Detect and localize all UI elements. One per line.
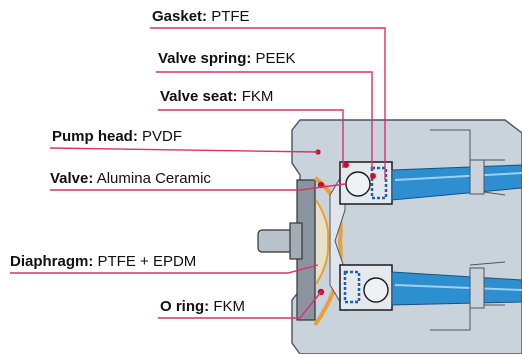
leader-lines [10,27,386,319]
fitting-upper [469,159,485,195]
leader-head [49,147,319,153]
label-valve: Valve: Alumina Ceramic [50,170,211,188]
leader-valve [50,183,346,191]
leader-gasket [150,27,386,180]
upper-valve-ball [345,171,371,197]
body-groove-upper [430,129,505,161]
label-oring-material: FKM [213,298,246,315]
upper-valve-seat-ring [343,162,349,168]
body-groove-lower [430,304,505,331]
label-valve-spring: Valve spring: PEEK [158,50,296,68]
label-pump-head: Pump head: PVDF [52,128,182,146]
label-head-material: PVDF [142,128,183,145]
label-seat-material: FKM [241,88,274,105]
label-o-ring: O ring: FKM [160,298,245,316]
leader-diaphragm [10,264,319,274]
leader-spring [156,71,373,170]
leader-oring [158,291,322,319]
label-diaphragm: Diaphragm: PTFE + EPDM [10,253,196,271]
shaft-collar [289,222,303,260]
label-seat-part: Valve seat: [160,88,238,105]
label-valve-seat: Valve seat: FKM [160,88,273,106]
diaphragm-inner [315,199,330,285]
label-spring-material: PEEK [255,50,296,67]
label-gasket: Gasket: PTFE [152,8,250,26]
upper-valve-spring [370,166,388,200]
label-oring-part: O ring: [160,298,210,315]
lower-tube-highlight [394,284,522,291]
upper-tube-highlight [394,172,522,181]
fitting-lower [469,267,485,309]
label-head-part: Pump head: [52,128,138,145]
label-valve-material: Alumina Ceramic [96,170,211,187]
label-valve-part: Valve: [50,170,94,187]
upper-seat-dot [370,173,376,179]
leader-seat [158,109,344,168]
label-spring-part: Valve spring: [158,50,252,67]
lower-valve-ball [363,277,389,303]
label-gasket-part: Gasket: [152,8,208,25]
label-diaphragm-part: Diaphragm: [10,253,94,270]
label-gasket-material: PTFE [211,8,250,25]
label-diaphragm-material: PTFE + EPDM [97,253,197,270]
lower-valve-spring [343,270,361,304]
